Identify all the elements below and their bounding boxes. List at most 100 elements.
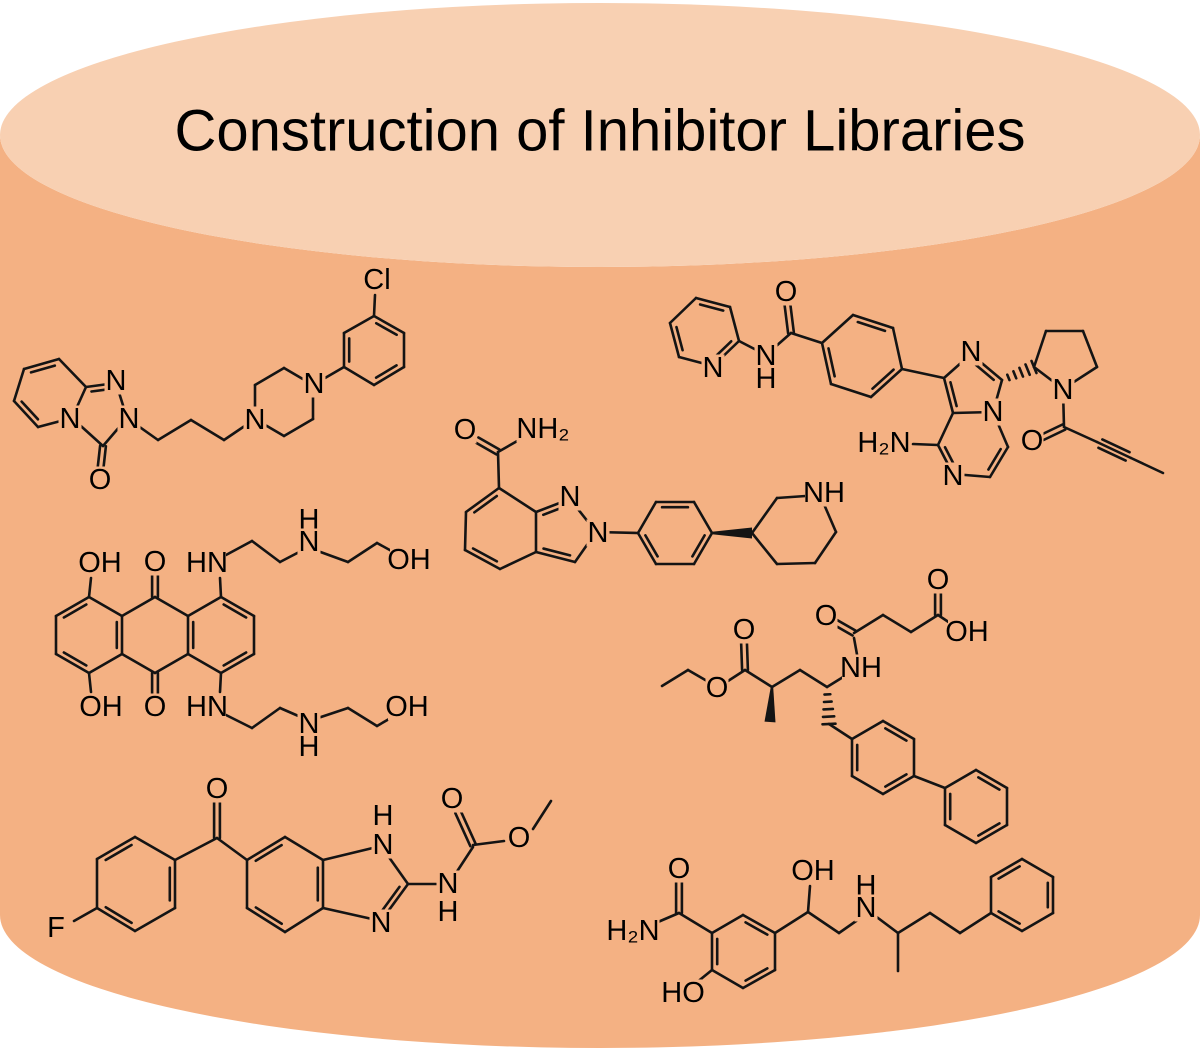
bond [120, 652, 157, 675]
double-bond [820, 341, 833, 386]
atom-label: O [775, 276, 798, 308]
atom-label: N [119, 403, 140, 435]
label-mask [606, 917, 660, 945]
page-title: Construction of Inhibitor Libraries [174, 99, 1025, 164]
double-bond [254, 843, 283, 863]
label-mask [81, 549, 119, 577]
bond [1081, 329, 1099, 369]
bond [156, 418, 193, 442]
label-mask [297, 528, 321, 556]
atom-label: N [60, 403, 81, 435]
label-mask [981, 398, 1005, 426]
bond [943, 768, 978, 790]
double-bond [95, 906, 137, 933]
bond [891, 326, 904, 371]
label-mask [926, 566, 950, 594]
double-bond [989, 911, 1024, 933]
atom-label: OH [78, 547, 122, 579]
hash-bond [821, 714, 836, 719]
double-bond [104, 905, 133, 925]
bond [806, 884, 812, 914]
atom-label: H [299, 504, 320, 536]
atom-label: O [89, 464, 112, 496]
double-bond [989, 857, 1024, 879]
double-bond [977, 776, 1001, 791]
atom-label: HN [186, 691, 228, 723]
label-mask [188, 693, 226, 721]
bond [153, 595, 190, 618]
bond [710, 913, 745, 935]
double-bond [698, 303, 725, 312]
bond [1020, 911, 1055, 933]
atom-label: OH [945, 616, 989, 648]
atom-label: H [299, 731, 320, 763]
bond [677, 911, 714, 935]
label-mask [371, 802, 395, 830]
atom-label: O [668, 853, 691, 885]
double-bond [62, 603, 88, 619]
label-mask [941, 462, 965, 490]
bond [775, 561, 817, 566]
label-mask [88, 466, 112, 494]
double-bond [856, 320, 887, 333]
bond [463, 510, 468, 552]
bond [928, 911, 962, 935]
bond [958, 911, 993, 935]
atom-label: N [756, 340, 777, 372]
atom-label: N [856, 892, 877, 924]
label-mask [436, 870, 460, 898]
double-bond [739, 640, 744, 672]
double-bond [636, 531, 658, 566]
atom-label: N [304, 368, 325, 400]
atom-label: N [245, 404, 266, 436]
label-mask [857, 429, 911, 457]
atom-label: N [703, 352, 724, 384]
bond [827, 722, 854, 741]
double-bond [997, 865, 1021, 880]
label-mask [664, 979, 702, 1007]
label-mask [453, 416, 477, 444]
atom-label: H₂N [857, 427, 910, 459]
wedge-bond [712, 527, 752, 539]
label-mask [388, 693, 426, 721]
bond [686, 668, 709, 683]
label-mask [732, 616, 756, 644]
label-mask [667, 855, 691, 883]
atom-label: NH [803, 477, 845, 509]
label-mask [794, 857, 832, 885]
triple-bond [1097, 446, 1127, 462]
double-bond [744, 921, 769, 936]
double-bond [542, 547, 572, 557]
bond [372, 293, 377, 318]
label-mask [948, 618, 986, 646]
bond [728, 305, 741, 343]
double-bond [372, 365, 406, 387]
hash-bond [822, 707, 835, 711]
bond [750, 496, 779, 535]
bond [660, 668, 690, 688]
bond [896, 911, 932, 935]
hash-bond [1006, 373, 1011, 382]
double-bond [827, 347, 836, 378]
label-mask [243, 406, 267, 434]
bond [224, 539, 254, 557]
bond [726, 668, 747, 683]
bond [224, 713, 254, 730]
bond [636, 500, 658, 535]
label-mask [701, 354, 725, 382]
label-mask [854, 872, 878, 900]
atom-label: O [441, 783, 464, 815]
double-bond [219, 595, 256, 618]
double-bond [1040, 428, 1067, 442]
triple-bond [1095, 440, 1133, 460]
bond [496, 438, 521, 454]
bond [250, 539, 282, 564]
double-bond [942, 376, 955, 415]
bond [218, 576, 223, 599]
hash-bond [1012, 369, 1018, 380]
bond [72, 906, 99, 923]
